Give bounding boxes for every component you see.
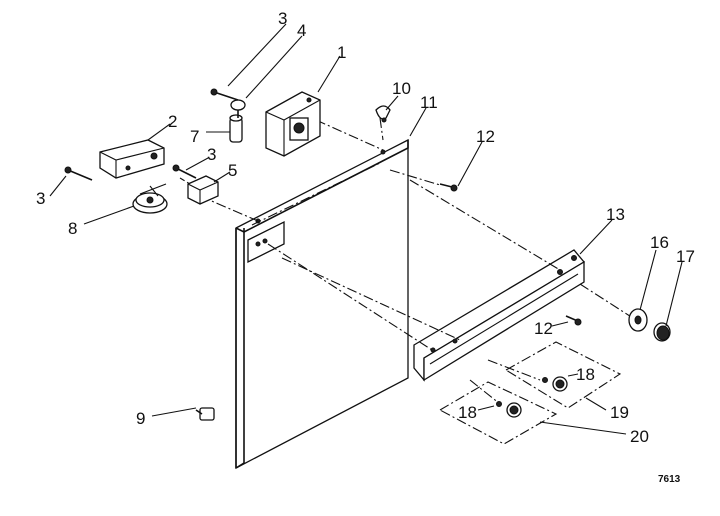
part-switch <box>265 91 321 157</box>
callout-13: 13 <box>606 205 625 224</box>
callout-1: 1 <box>337 43 346 62</box>
callout-7: 7 <box>190 127 199 146</box>
callout-18-lower: 18 <box>458 403 477 422</box>
part-bezel <box>628 308 648 332</box>
callout-20: 20 <box>630 427 649 446</box>
control-panel-trim <box>413 249 585 382</box>
callout-3-left: 3 <box>36 189 45 208</box>
callout-9: 9 <box>136 409 145 428</box>
callout-4: 4 <box>297 21 306 40</box>
callout-18-upper: 18 <box>576 365 595 384</box>
callout-8: 8 <box>68 219 77 238</box>
callout-11: 11 <box>420 93 438 112</box>
part-lever <box>230 99 246 118</box>
leader-lines <box>49 23 683 435</box>
callout-labels: 1 2 3 3 3 4 5 7 8 9 10 11 12 12 13 16 17… <box>36 9 695 485</box>
part-foot <box>195 407 215 421</box>
door-panel <box>235 138 409 470</box>
callout-12-upper: 12 <box>476 127 495 146</box>
part-block <box>187 175 219 205</box>
callout-3-top: 3 <box>278 9 287 28</box>
screws <box>64 88 582 326</box>
callout-3-middle: 3 <box>207 145 216 164</box>
callout-10: 10 <box>392 79 411 98</box>
kit-box-upper <box>504 341 622 409</box>
callout-5: 5 <box>228 161 237 180</box>
part-wheel <box>132 183 168 214</box>
callout-12-lower: 12 <box>534 319 553 338</box>
part-bracket <box>99 139 165 179</box>
part-knob <box>653 322 671 342</box>
callout-19: 19 <box>610 403 629 422</box>
callout-16: 16 <box>650 233 669 252</box>
kit-box-lower <box>438 381 558 445</box>
figure-code: 7613 <box>658 474 681 485</box>
callout-2: 2 <box>168 112 177 131</box>
part-stem <box>229 114 243 143</box>
callout-17: 17 <box>676 247 695 266</box>
